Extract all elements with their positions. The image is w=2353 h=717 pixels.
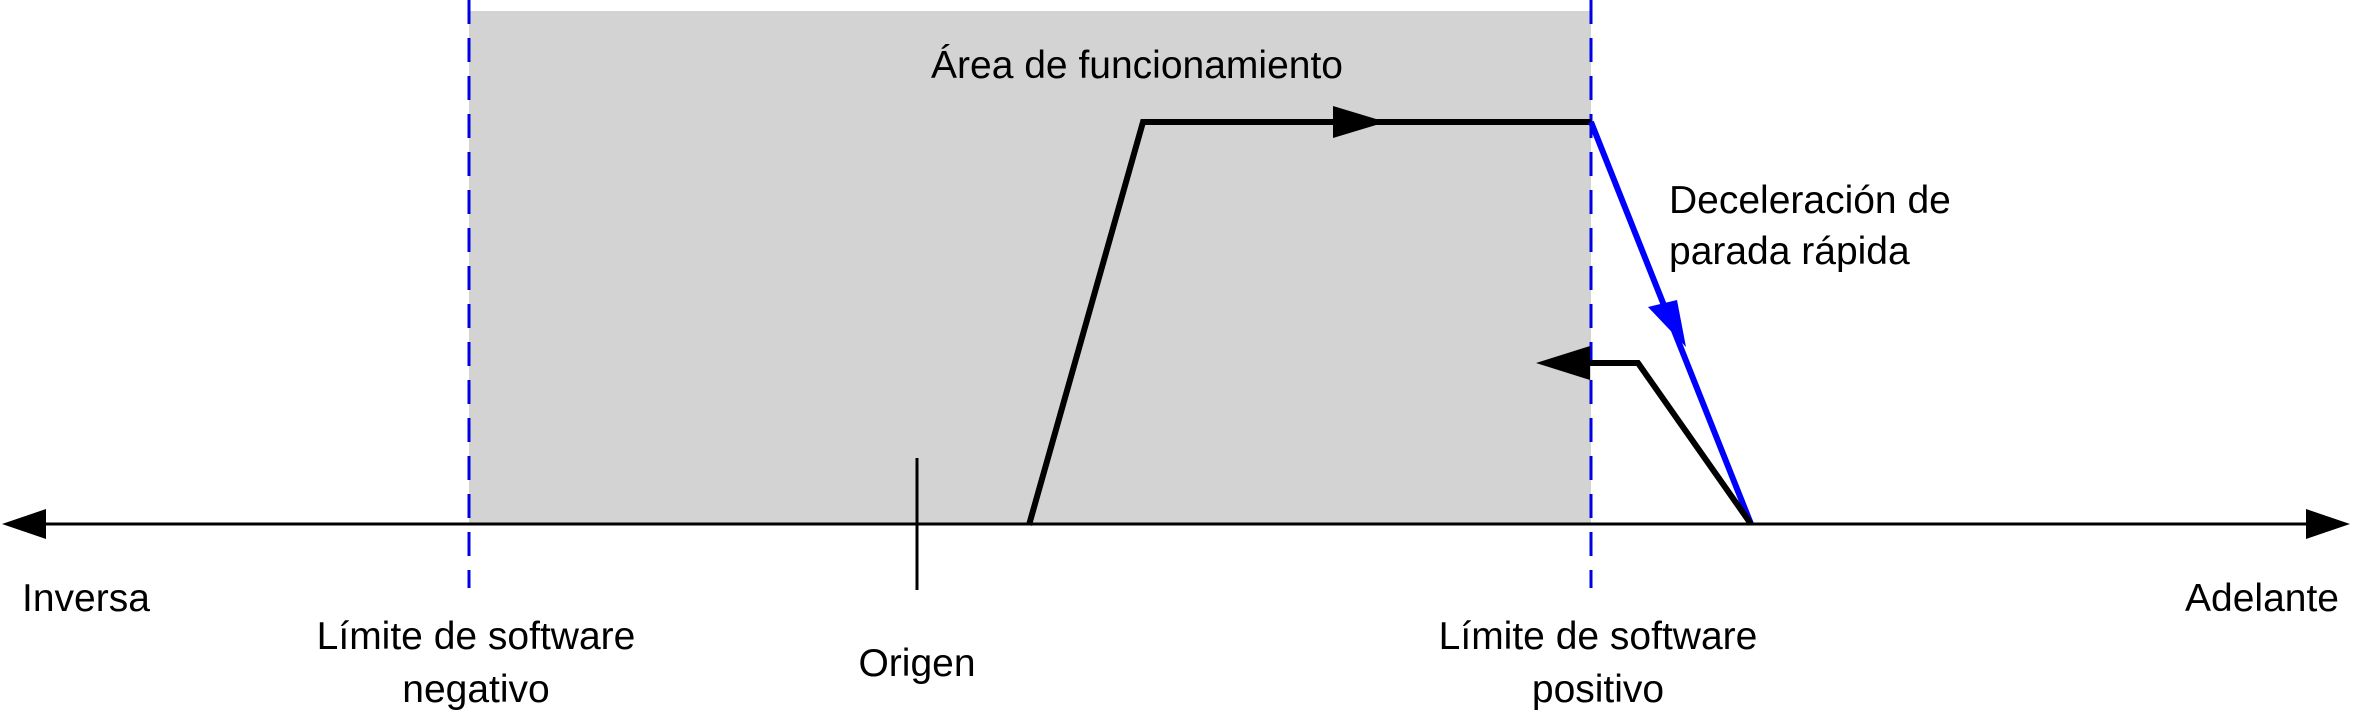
return-direction-arrow-icon: [1536, 346, 1590, 380]
operating-area: [469, 11, 1591, 524]
origin-label: Origen: [858, 642, 975, 685]
reverse-arrowhead-icon: [2, 509, 46, 539]
quick-stop-label-line1: Deceleración de: [1669, 179, 1951, 222]
operating-area-label: Área de funcionamiento: [931, 44, 1343, 87]
quick-stop-label-line2: parada rápida: [1669, 230, 1910, 273]
return-path: [1586, 360, 1754, 526]
negative-limit-label-line1: Límite de software: [317, 615, 636, 658]
forward-label: Adelante: [2185, 577, 2339, 620]
motion-path: [1026, 119, 1591, 526]
quick-stop-arrow-icon: [1648, 300, 1686, 347]
negative-limit-label-line2: negativo: [402, 668, 549, 711]
motion-direction-arrow-icon: [1333, 106, 1386, 138]
positive-limit-label-line2: positivo: [1532, 668, 1664, 711]
reverse-label: Inversa: [22, 577, 150, 620]
forward-arrowhead-icon: [2306, 509, 2350, 539]
positive-limit-label-line1: Límite de software: [1439, 615, 1758, 658]
